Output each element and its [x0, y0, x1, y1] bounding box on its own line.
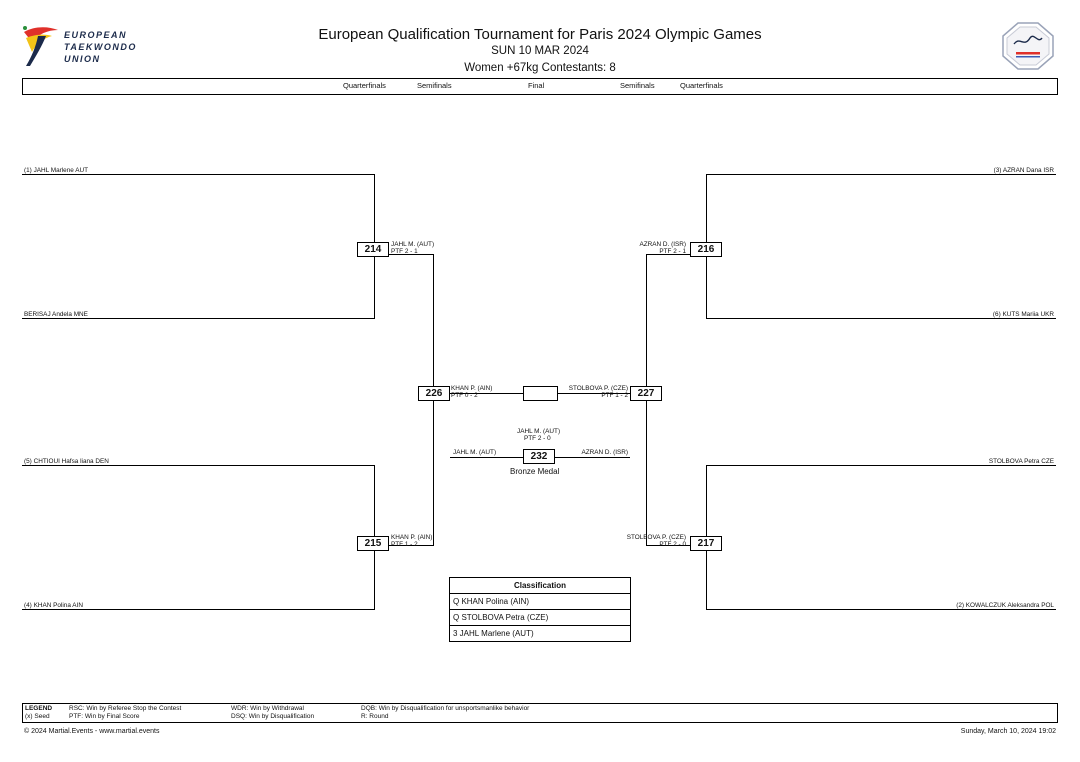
classification-title: Classification — [513, 581, 566, 590]
classification-row: 3 JAHL Marlene (AUT) — [450, 625, 630, 641]
bracket-line — [706, 174, 1056, 175]
match-216-box: 216 — [690, 242, 722, 257]
classification-row: Q KHAN Polina (AIN) — [450, 593, 630, 609]
match-215-winner: KHAN P. (AIN) — [391, 534, 433, 541]
entry-berisaj: BERISAJ Andela MNE — [24, 311, 88, 318]
legend-r: R: Round — [361, 713, 389, 720]
org-line-1: EUROPEAN — [64, 30, 128, 40]
org-line-2: TAEKWONDO — [64, 42, 137, 52]
match-227-winner: STOLBOVA P. (CZE) — [568, 385, 628, 392]
legend-seed: (x) Seed — [25, 713, 50, 720]
rounds-bar: Quarterfinals Semifinals Final Semifinal… — [22, 78, 1058, 95]
legend-dsq: DSQ: Win by Disqualification — [231, 713, 315, 720]
bracket-line — [22, 609, 374, 610]
match-217-winner: STOLBOVA P. (CZE) — [626, 534, 686, 541]
match-226-winner: KHAN P. (AIN) — [451, 385, 493, 392]
legend-ptf: PTF: Win by Final Score — [69, 713, 140, 720]
page-title: European Qualification Tournament for Pa… — [318, 26, 762, 43]
bracket-line — [448, 393, 524, 394]
match-216-winner: AZRAN D. (ISR) — [639, 241, 686, 248]
round-right-quarterfinals: Quarterfinals — [680, 81, 723, 90]
bracket-line — [388, 254, 433, 255]
bronze-right-entry: AZRAN D. (ISR) — [581, 449, 628, 456]
legend-wdr: WDR: Win by Withdrawal — [231, 705, 304, 712]
match-217-score: PTF 2 - 0 — [659, 541, 686, 548]
bracket-line — [388, 545, 433, 546]
match-226-box: 226 — [418, 386, 450, 401]
road-to-paris-icon — [1002, 22, 1054, 70]
bronze-medal-label: Bronze Medal — [510, 467, 560, 476]
legend-title: LEGEND — [25, 705, 53, 712]
match-215-box: 215 — [357, 536, 389, 551]
round-final: Final — [528, 81, 545, 90]
match-214-score: PTF 2 - 1 — [391, 248, 418, 255]
match-216-score: PTF 2 - 1 — [659, 248, 686, 255]
match-232-box: 232 — [523, 449, 555, 464]
legend-rsc: RSC: Win by Referee Stop the Contest — [69, 705, 182, 712]
entry-azran: (3) AZRAN Dana ISR — [993, 167, 1054, 174]
bracket-line — [646, 545, 692, 546]
footer-copyright: © 2024 Martial.Events - www.martial.even… — [24, 728, 160, 735]
bracket-line — [706, 318, 1056, 319]
round-left-semifinals: Semifinals — [417, 81, 452, 90]
event-date: SUN 10 MAR 2024 — [491, 45, 589, 57]
bracket-line — [22, 465, 374, 466]
match-226-score: PTF 0 - 2 — [451, 392, 478, 399]
match-227-box: 227 — [630, 386, 662, 401]
entry-chtioui: (5) CHTIOUI Hafsa liana DEN — [24, 458, 109, 465]
match-227-score: PTF 1 - 2 — [601, 392, 628, 399]
bracket-line — [646, 254, 692, 255]
bronze-score: PTF 2 - 0 — [524, 435, 551, 442]
entry-kowalczuk: (2) KOWALCZUK Aleksandra POL — [956, 602, 1054, 609]
classification-row: Q STOLBOVA Petra (CZE) — [450, 609, 630, 625]
entry-stolbova: STOLBOVA Petra CZE — [988, 458, 1054, 465]
bracket-line — [22, 318, 374, 319]
category-line: Women +67kg Contestants: 8 — [464, 62, 616, 74]
bronze-winner: JAHL M. (AUT) — [517, 428, 561, 435]
match-214-box: 214 — [357, 242, 389, 257]
org-line-3: UNION — [64, 54, 101, 64]
entry-khan: (4) KHAN Polina AIN — [24, 602, 83, 609]
bracket-line — [22, 174, 374, 175]
bracket-line — [706, 609, 1056, 610]
footer-timestamp: Sunday, March 10, 2024 19:02 — [960, 728, 1056, 735]
legend-box: LEGEND (x) Seed RSC: Win by Referee Stop… — [22, 703, 1058, 723]
legend-dqb: DQB: Win by Disqualification for unsport… — [361, 705, 530, 712]
match-215-score: PTF 1 - 2 — [391, 541, 418, 548]
bracket-line — [706, 465, 1056, 466]
road-to-paris-badge — [1002, 22, 1054, 70]
etu-logo: EUROPEAN TAEKWONDO UNION — [20, 22, 150, 72]
round-right-semifinals: Semifinals — [620, 81, 655, 90]
match-217-box: 217 — [690, 536, 722, 551]
bronze-left-entry: JAHL M. (AUT) — [453, 449, 497, 456]
match-214-winner: JAHL M. (AUT) — [391, 241, 435, 248]
entry-kuts: (6) KUTS Mariia UKR — [992, 311, 1054, 318]
classification-table: Classification Q KHAN Polina (AIN) Q STO… — [449, 577, 631, 642]
round-left-quarterfinals: Quarterfinals — [343, 81, 386, 90]
etu-swoosh-icon — [23, 26, 58, 66]
bracket-line — [556, 393, 632, 394]
final-winner-box — [523, 386, 558, 401]
entry-jahl: (1) JAHL Marlene AUT — [24, 167, 89, 174]
